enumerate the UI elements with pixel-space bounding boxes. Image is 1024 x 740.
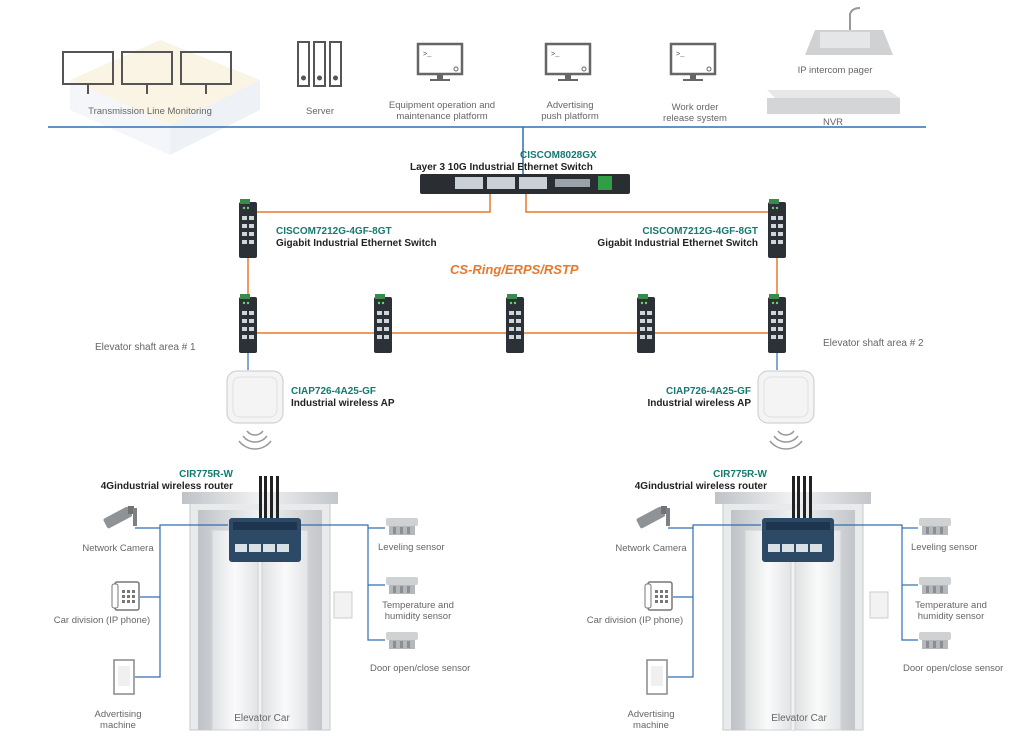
router-right-desc: 4Gindustrial wireless router — [634, 481, 767, 492]
shaft-left-label: Elevator shaft area # 1 — [95, 342, 196, 353]
pager-icon — [805, 7, 893, 55]
ring-switch-1-icon — [239, 294, 257, 353]
gigabit-left-model: CISCOM7212G-4GF-8GT — [276, 226, 392, 237]
leveling-sensor-left-icon — [386, 518, 418, 535]
ip-phone-left-icon — [111, 581, 140, 611]
server-icon — [297, 41, 342, 87]
door-left-label: Door open/close sensor — [370, 663, 471, 674]
monitoring-building — [70, 40, 260, 155]
advert-machine-left-icon — [113, 659, 135, 695]
door-right-label: Door open/close sensor — [903, 663, 1004, 674]
ap-links — [247, 352, 778, 370]
car-section-left — [102, 476, 418, 731]
work-order-icon — [669, 42, 717, 83]
camera-right-label: Network Camera — [615, 543, 687, 554]
ap-left-model: CIAP726-4A25-GF — [291, 386, 377, 397]
router-left-model: CIR775R-W — [179, 469, 233, 480]
monitoring-screens-icon — [62, 51, 232, 94]
ring-switch-5-icon — [768, 294, 786, 353]
phone-right-label: Car division (IP phone) — [586, 615, 684, 626]
gigabit-right-desc: Gigabit Industrial Ethernet Switch — [597, 238, 758, 249]
car-right-label: Elevator Car — [771, 713, 827, 724]
ring-switch-4-icon — [637, 294, 655, 353]
temp-sensor-right-icon — [919, 577, 951, 594]
door-sensor-left-icon — [386, 632, 418, 649]
ring-switch-2-icon — [374, 294, 392, 353]
nvr-label: NVR — [822, 117, 844, 128]
router-left-desc: 4Gindustrial wireless router — [100, 481, 233, 492]
network-camera-right-icon — [635, 506, 670, 529]
core-switch-icon — [420, 174, 630, 194]
equipment-platform-icon — [416, 42, 464, 83]
server-label: Server — [306, 106, 334, 117]
temp-sensor-left-icon — [386, 577, 418, 594]
router-right-icon — [762, 476, 834, 562]
ap-left-icon — [226, 370, 284, 450]
router-right-model: CIR775R-W — [713, 469, 767, 480]
advertising-platform-icon — [544, 42, 592, 83]
gigabit-right-model: CISCOM7212G-4GF-8GT — [642, 226, 758, 237]
gigabit-switch-left-icon — [239, 199, 257, 258]
door-sensor-right-icon — [919, 632, 951, 649]
car-left-label: Elevator Car — [234, 713, 290, 724]
ip-phone-right-icon — [644, 581, 673, 611]
network-camera-left-icon — [102, 506, 137, 529]
monitoring-label: Transmission Line Monitoring — [88, 106, 212, 117]
ap-left-desc: Industrial wireless AP — [291, 398, 395, 409]
advert-machine-right-icon — [646, 659, 668, 695]
car-section-right — [635, 476, 951, 731]
shaft-right-label: Elevator shaft area # 2 — [823, 338, 924, 349]
leveling-right-label: Leveling sensor — [911, 542, 978, 553]
ring-switch-3-icon — [506, 294, 524, 353]
router-left-icon — [229, 476, 301, 562]
phone-left-label: Car division (IP phone) — [53, 615, 151, 626]
core-switch-desc: Layer 3 10G Industrial Ethernet Switch — [410, 162, 593, 173]
gigabit-switch-right-icon — [768, 199, 786, 258]
gigabit-left-desc: Gigabit Industrial Ethernet Switch — [276, 238, 437, 249]
ring-protocol-label: CS-Ring/ERPS/RSTP — [450, 262, 579, 277]
ap-right-icon — [757, 370, 815, 450]
ap-right-desc: Industrial wireless AP — [647, 398, 751, 409]
core-switch-model: CISCOM8028GX — [520, 150, 597, 161]
ap-right-model: CIAP726-4A25-GF — [665, 386, 751, 397]
leveling-sensor-right-icon — [919, 518, 951, 535]
camera-left-label: Network Camera — [82, 543, 154, 554]
pager-label: IP intercom pager — [797, 65, 873, 76]
leveling-left-label: Leveling sensor — [378, 542, 445, 553]
nvr-icon — [767, 90, 900, 114]
